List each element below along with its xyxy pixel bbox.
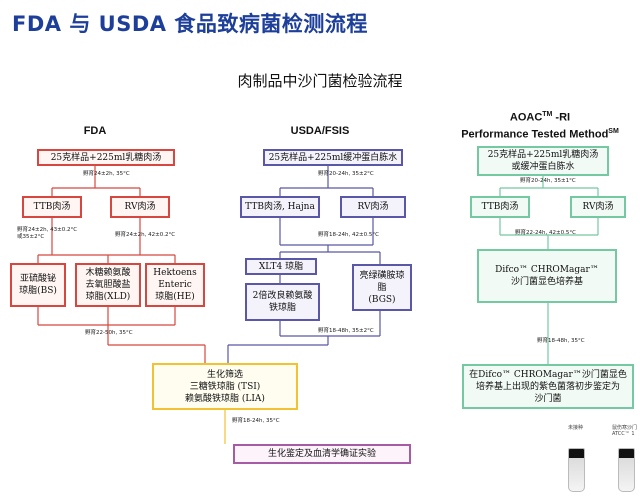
fda-he-agar-box: Hektoens Enteric 琼脂(HE): [145, 263, 205, 307]
final-confirmation-box: 生化鉴定及血清学确证实验: [233, 444, 411, 464]
usda-connectors: [227, 165, 381, 363]
aoac-result-box: 在Difco™ CHROMagar™沙门菌显色 培养基上出现的紫色菌落初步鉴定为…: [462, 364, 634, 409]
flowchart-subtitle: 肉制品中沙门菌检验流程: [237, 72, 403, 90]
aoac-selective-condition: 孵育22-24h, 42±0.5°C: [515, 230, 576, 236]
aoac-heading-ri: -RI: [552, 111, 571, 124]
usda-bgs-agar-box: 亮绿磺胺琼脂 (BGS): [352, 264, 412, 311]
usda-selective-condition: 孵育18-24h, 42±0.5°C: [318, 232, 379, 238]
tube-typhimurium-label: 鼠伤寒沙门 ATCC™ 1: [612, 425, 638, 437]
aoac-enrichment-condition: 孵育20-24h, 35±1°C: [520, 178, 576, 184]
slide-title: FDA 与 USDA 食品致病菌检测流程: [12, 12, 368, 36]
usda-enrichment-condition: 孵育20-24h, 35±2°C: [318, 171, 374, 177]
usda-column-heading: USDA/FSIS: [290, 125, 350, 137]
biochemical-screening-box: 生化筛选 三糖铁琼脂 (TSI) 赖氨酸铁琼脂 (LIA): [152, 363, 298, 410]
biochemical-screening-condition: 孵育18-24h, 35°C: [232, 418, 280, 424]
aoac-enrichment-box: 25克样品+225ml乳糖肉汤 或缓冲蛋白胨水: [477, 146, 609, 176]
aoac-heading-line1: AOAC: [509, 111, 543, 124]
fda-xld-agar-box: 木糖赖氨酸 去氧胆酸盐 琼脂(XLD): [75, 263, 141, 307]
fda-ttb-condition: 孵育24±2h, 43±0.2°C 或35±2°C: [17, 227, 78, 240]
uninoculated-tube-image: [568, 448, 585, 492]
usda-xlt4-agar-box: XLT4 琼脂: [245, 258, 317, 275]
aoac-heading-tm: TM: [542, 111, 553, 118]
fda-rv-box: RV肉汤: [110, 196, 170, 218]
aoac-connectors: [499, 176, 599, 364]
fda-rv-condition: 孵育24±2h, 42±0.2°C: [115, 232, 176, 238]
aoac-column-heading: AOACTM -RI Performance Tested MethodSM: [440, 108, 640, 141]
aoac-rv-box: RV肉汤: [570, 196, 626, 218]
tube-uninoculated-label: 未接种: [568, 425, 584, 431]
fda-enrichment-condition: 孵育24±2h, 35°C: [83, 171, 130, 177]
usda-mlia-agar-box: 2倍改良赖氨酸 铁琼脂: [245, 283, 320, 321]
fda-ttb-box: TTB肉汤: [22, 196, 82, 218]
fda-column-heading: FDA: [83, 125, 107, 137]
fda-enrichment-box: 25克样品+225ml乳糖肉汤: [37, 149, 175, 166]
aoac-ttb-box: TTB肉汤: [470, 196, 530, 218]
aoac-chromagar-box: Difco™ CHROMagar™ 沙门菌显色培养基: [477, 249, 617, 303]
fda-plate-condition: 孵育22-50h, 35°C: [85, 330, 133, 336]
fda-bs-agar-box: 亚硫酸铋 琼脂(BS): [10, 263, 66, 307]
usda-ttb-hajna-box: TTB肉汤, Hajna: [240, 196, 320, 218]
aoac-chromagar-condition: 孵育18-48h, 35°C: [537, 338, 585, 344]
usda-enrichment-box: 25克样品+225ml缓冲蛋白胨水: [263, 149, 403, 166]
fda-connectors: [37, 165, 206, 363]
inoculated-tube-image: [618, 448, 635, 492]
aoac-heading-sm: SM: [608, 127, 619, 135]
usda-rv-box: RV肉汤: [340, 196, 406, 218]
usda-plate-condition: 孵育18-48h, 35±2°C: [318, 328, 374, 334]
aoac-heading-line2: Performance Tested Method: [461, 128, 609, 141]
